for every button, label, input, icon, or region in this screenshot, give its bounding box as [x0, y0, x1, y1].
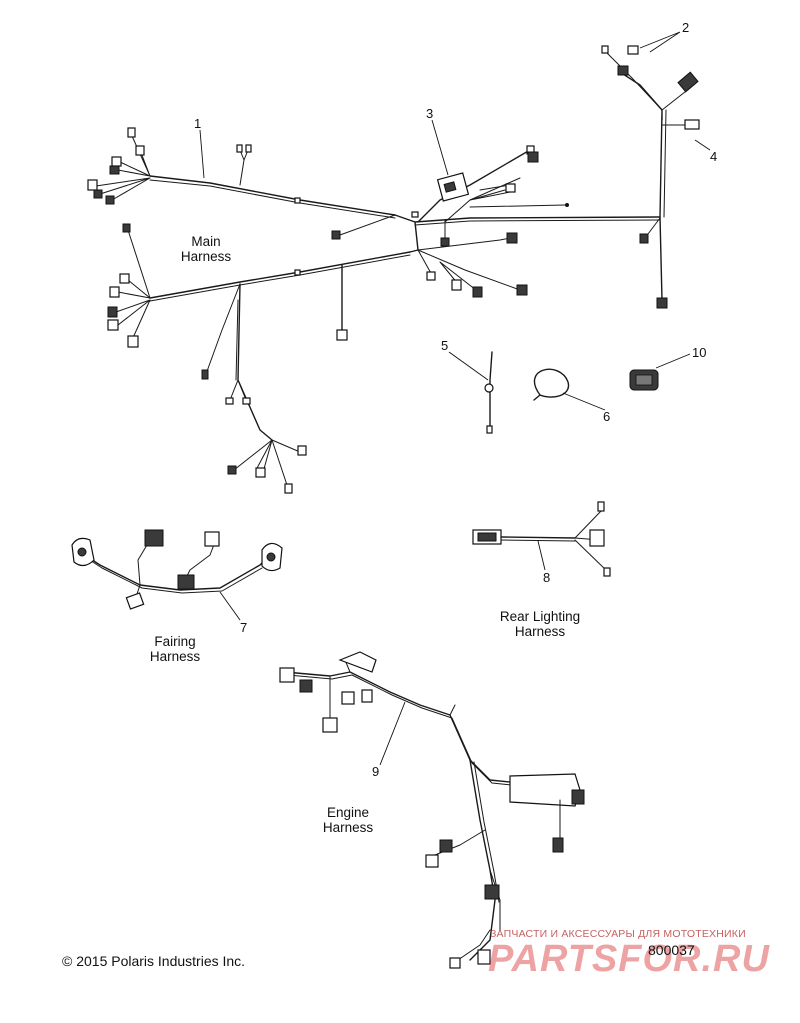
engine-harness-caption-line1: Engine [327, 805, 369, 820]
captions: Main Harness Fairing Harness Rear Lighti… [150, 234, 580, 835]
callout-4: 4 [710, 149, 717, 164]
main-harness-caption-line2: Harness [181, 249, 232, 264]
watermark-logo: PARTSFOR.RU [488, 938, 770, 980]
callout-8: 8 [543, 570, 550, 585]
engine-harness-caption-line2: Harness [323, 820, 374, 835]
copyright-notice: © 2015 Polaris Industries Inc. [62, 953, 246, 969]
document-number: 800037 [648, 942, 695, 958]
rear-lighting-caption-line1: Rear Lighting [500, 609, 580, 624]
main-harness [87, 45, 700, 494]
callout-3: 3 [426, 106, 433, 121]
callout-9: 9 [372, 764, 379, 779]
part-6-cable-tie [533, 368, 570, 401]
leader-lines [199, 31, 711, 766]
callout-7: 7 [240, 620, 247, 635]
callout-numbers: 1 2 3 4 5 6 7 8 9 10 [194, 20, 717, 779]
fairing-harness-caption-line1: Fairing [154, 634, 195, 649]
fairing-harness-caption-line2: Harness [150, 649, 201, 664]
watermark-tagline: ЗАПЧАСТИ И АКСЕССУАРЫ ДЛЯ МОТОТЕХНИКИ [490, 928, 746, 940]
callout-5: 5 [441, 338, 448, 353]
main-harness-caption-line1: Main [191, 234, 220, 249]
rear-lighting-harness [472, 501, 611, 577]
rear-lighting-caption-line2: Harness [515, 624, 566, 639]
engine-harness [279, 651, 585, 969]
part-5-ground-lead [484, 351, 494, 434]
callout-10: 10 [692, 345, 706, 360]
callout-2: 2 [682, 20, 689, 35]
part-10-connector [629, 369, 659, 391]
callout-1: 1 [194, 116, 201, 131]
callout-6: 6 [603, 409, 610, 424]
fairing-harness [71, 529, 283, 610]
